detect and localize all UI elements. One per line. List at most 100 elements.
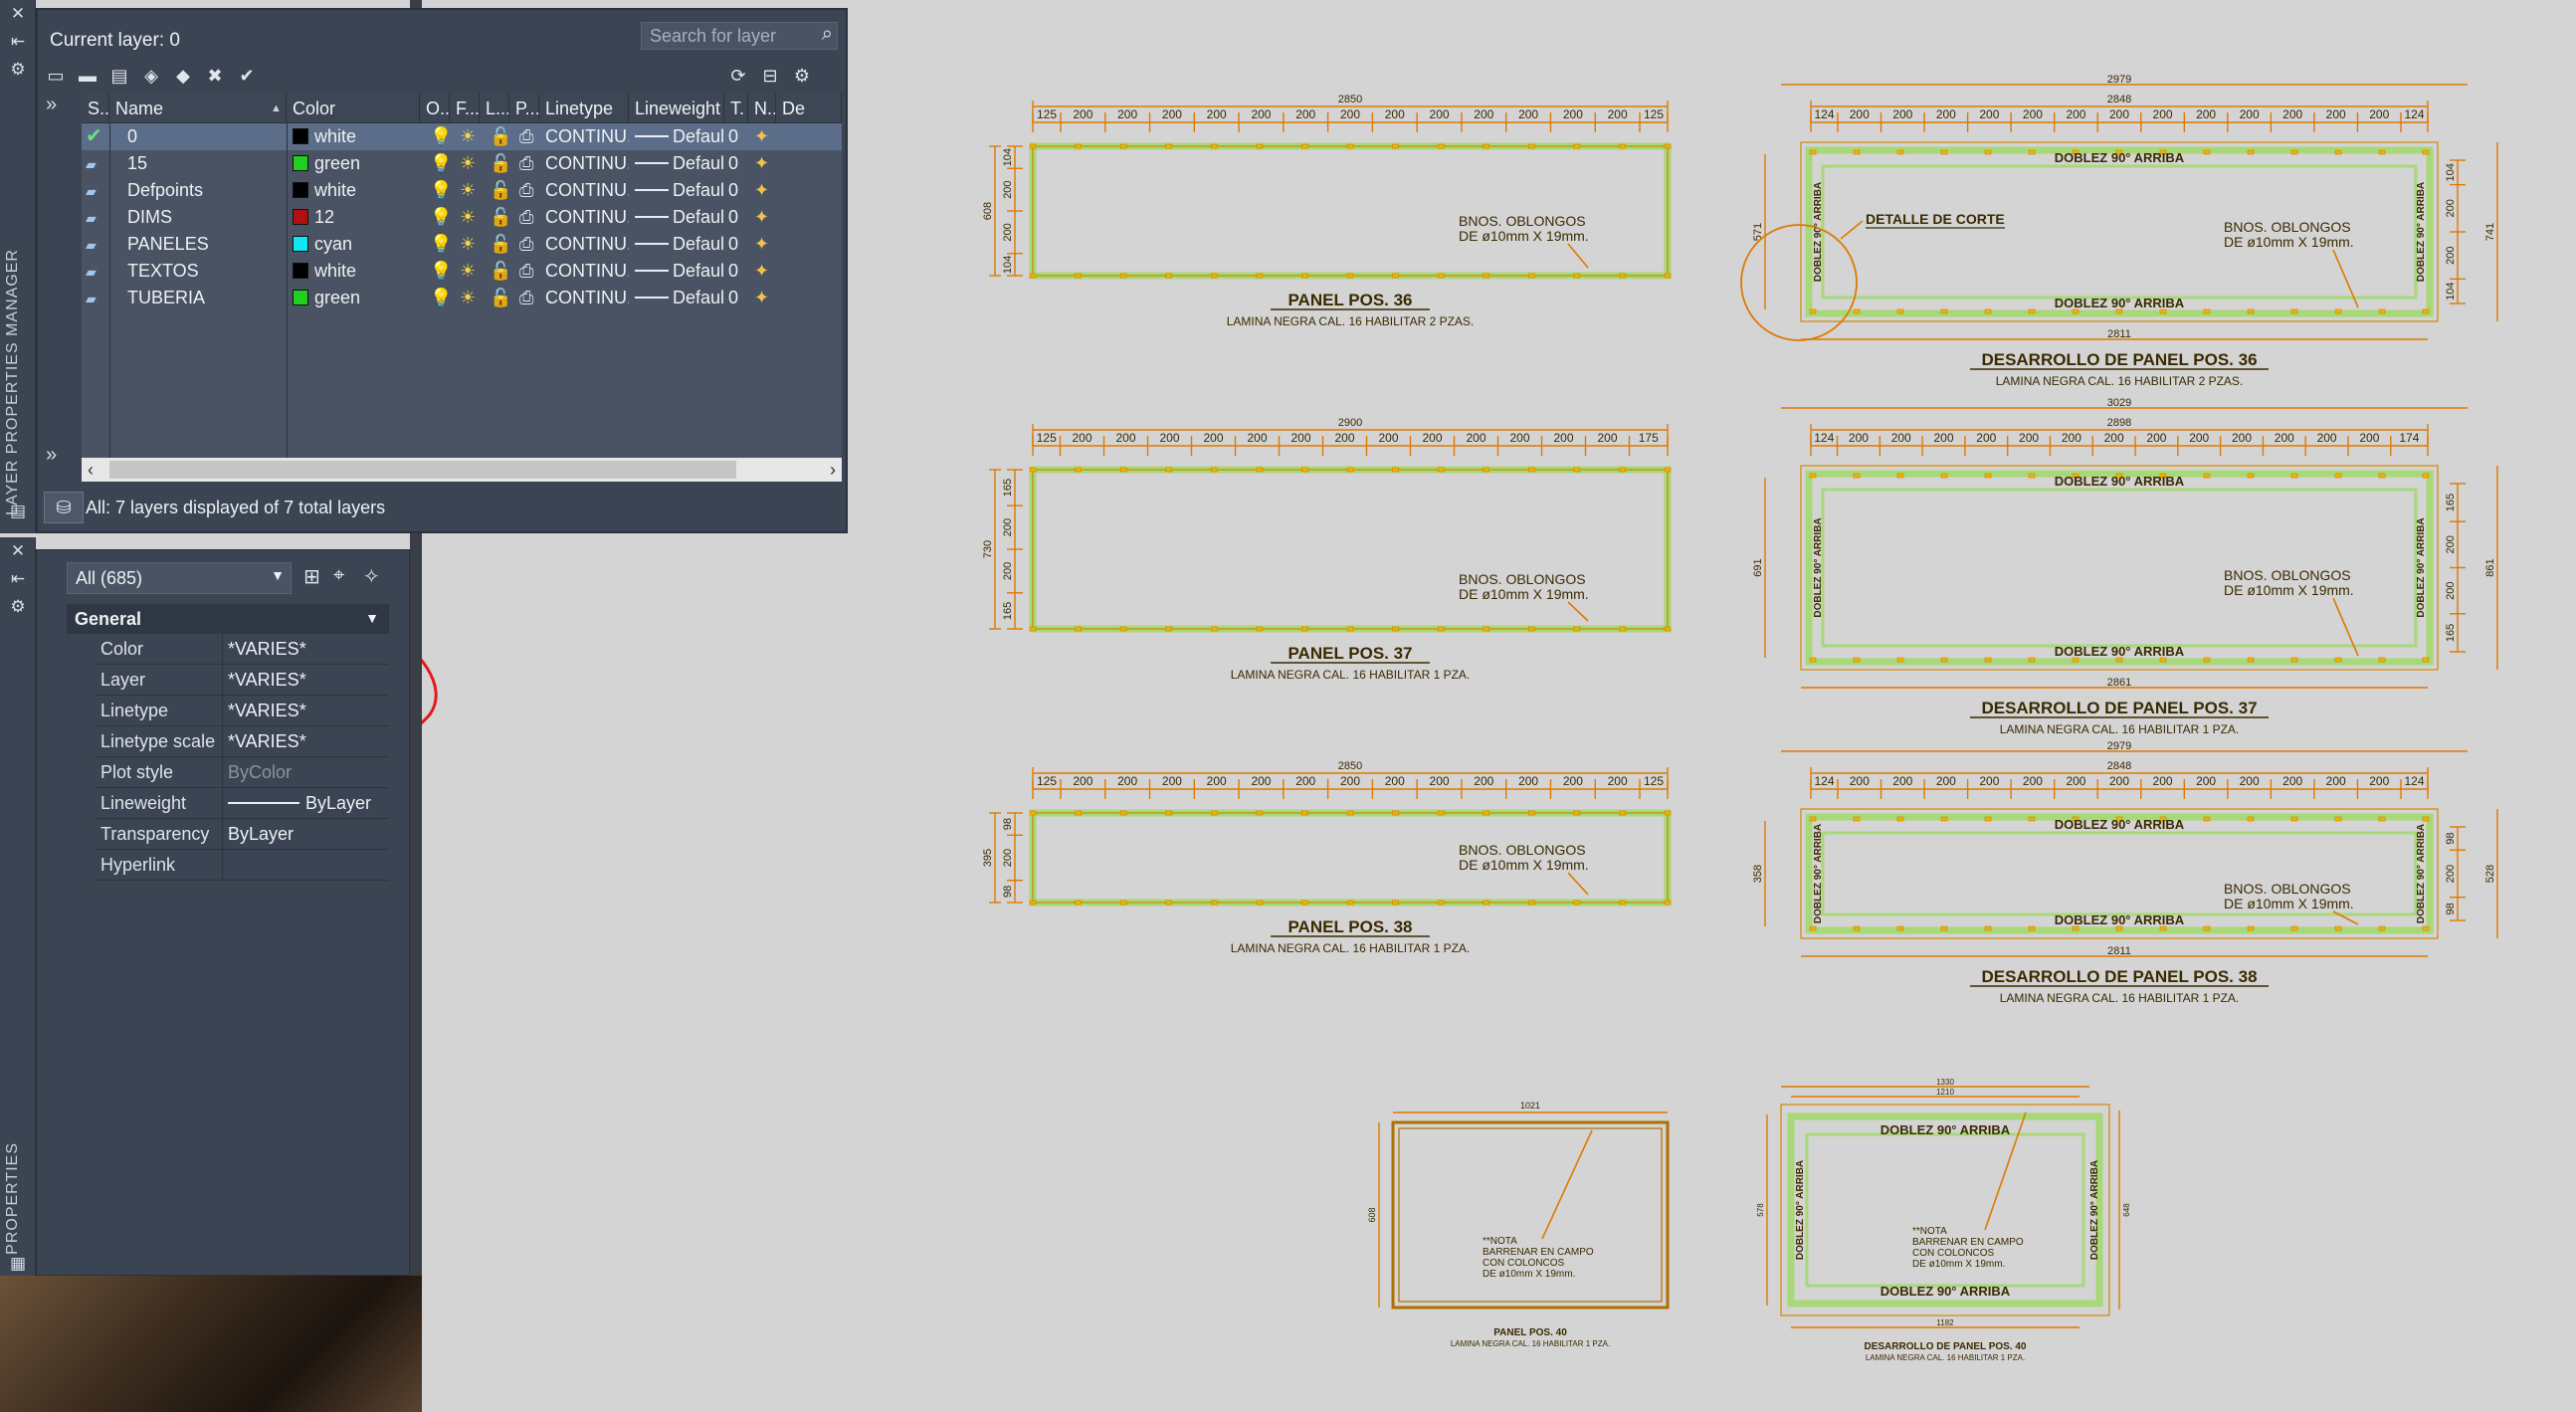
settings-icon[interactable]: ⚙ — [10, 60, 26, 79]
refresh-icon[interactable]: ⟳ — [730, 66, 746, 86]
layer-status-icon[interactable]: ▰ — [86, 264, 97, 280]
states-manager-icon[interactable]: ▤ — [110, 66, 128, 86]
lock-icon[interactable]: 🔓 — [490, 180, 509, 200]
layer-color[interactable]: cyan — [293, 231, 420, 258]
selection-dropdown[interactable]: All (685) ▼ — [67, 562, 292, 594]
property-value[interactable]: *VARIES* — [228, 670, 306, 690]
plot-icon[interactable]: ⎙ — [519, 261, 534, 281]
column-header[interactable]: Linetype — [539, 94, 629, 123]
autohide-icon[interactable]: ⇤ — [10, 32, 26, 51]
layer-status-icon[interactable]: ▰ — [86, 237, 97, 253]
column-header[interactable]: S... — [82, 94, 109, 123]
layer-settings-icon[interactable]: ⊟ — [762, 66, 778, 86]
general-category[interactable]: General ▼ — [67, 604, 389, 634]
property-value[interactable]: ByLayer — [228, 824, 295, 844]
layer-lineweight[interactable]: Default — [635, 123, 724, 150]
property-row[interactable]: Linetype*VARIES* — [95, 696, 389, 726]
property-row[interactable]: Hyperlink — [95, 850, 389, 881]
column-header[interactable]: Color — [287, 94, 420, 123]
new-vp-freeze-icon[interactable]: ✦ — [754, 207, 770, 227]
column-header[interactable]: L... — [480, 94, 509, 123]
layer-status-icon[interactable]: ▰ — [86, 156, 97, 172]
layer-color[interactable]: 12 — [293, 204, 420, 231]
layer-name[interactable]: DIMS — [127, 207, 172, 227]
layer-lineweight[interactable]: Default — [635, 258, 724, 285]
plot-icon[interactable]: ⎙ — [519, 234, 534, 254]
freeze-icon[interactable]: ☀ — [460, 153, 477, 173]
property-value[interactable]: ByLayer — [228, 793, 371, 814]
layer-name[interactable]: TEXTOS — [127, 261, 199, 281]
column-header[interactable]: O... — [420, 94, 450, 123]
plot-icon[interactable]: ⎙ — [519, 126, 534, 146]
new-filter-icon[interactable]: ▭ — [47, 66, 65, 86]
property-row[interactable]: Layer*VARIES* — [95, 665, 389, 696]
expand-filters-icon[interactable]: » — [46, 94, 58, 115]
property-row[interactable]: Linetype scale*VARIES* — [95, 726, 389, 757]
invert-filter-icon[interactable]: ⛁ — [44, 492, 84, 523]
on-off-icon[interactable]: 💡 — [430, 207, 450, 227]
close-icon[interactable]: ✕ — [10, 4, 26, 23]
horizontal-scrollbar[interactable]: ‹ › — [82, 458, 842, 482]
property-value[interactable]: *VARIES* — [228, 701, 306, 720]
layer-transparency[interactable]: 0 — [728, 207, 739, 227]
plot-icon[interactable]: ⎙ — [519, 288, 534, 307]
property-value[interactable]: *VARIES* — [228, 731, 306, 751]
column-header[interactable]: N... — [748, 94, 776, 123]
layer-status-icon[interactable]: ▰ — [86, 210, 97, 226]
layer-lineweight[interactable]: Default — [635, 231, 724, 258]
new-layer-icon[interactable]: ◈ — [144, 66, 158, 86]
property-value[interactable]: *VARIES* — [228, 639, 306, 659]
freeze-icon[interactable]: ☀ — [460, 207, 477, 227]
layer-manager-icon[interactable]: ▤ — [9, 502, 27, 520]
layer-lineweight[interactable]: Default — [635, 150, 724, 177]
freeze-icon[interactable]: ☀ — [460, 261, 477, 281]
on-off-icon[interactable]: 💡 — [430, 288, 450, 307]
plot-icon[interactable]: ⎙ — [519, 180, 534, 200]
on-off-icon[interactable]: 💡 — [430, 153, 450, 173]
layer-transparency[interactable]: 0 — [728, 180, 739, 200]
on-off-icon[interactable]: 💡 — [430, 261, 450, 281]
lock-icon[interactable]: 🔓 — [490, 261, 509, 281]
expand-filters-bottom-icon[interactable]: » — [46, 444, 58, 466]
layer-search-input[interactable]: Search for layer ⌕ — [641, 22, 838, 50]
freeze-icon[interactable]: ☀ — [460, 126, 477, 146]
layer-lineweight[interactable]: Default — [635, 285, 724, 311]
column-header[interactable]: De — [776, 94, 842, 123]
current-layer-check-icon[interactable]: ✔ — [86, 125, 102, 147]
scroll-thumb[interactable] — [109, 461, 736, 479]
new-vp-freeze-icon[interactable]: ✦ — [754, 288, 770, 307]
group-filter-icon[interactable]: ▬ — [79, 66, 97, 86]
layer-color[interactable]: green — [293, 285, 420, 311]
layer-name[interactable]: TUBERIA — [127, 288, 206, 307]
lock-icon[interactable]: 🔓 — [490, 126, 509, 146]
layer-color[interactable]: white — [293, 258, 420, 285]
column-header[interactable]: Name — [109, 94, 287, 123]
layer-linetype[interactable]: CONTINU... — [545, 234, 629, 254]
property-row[interactable]: Color*VARIES* — [95, 634, 389, 665]
select-objects-icon[interactable]: ⌖ — [333, 564, 345, 586]
column-header[interactable]: P... — [509, 94, 539, 123]
layer-linetype[interactable]: CONTINU... — [545, 126, 629, 146]
settings-icon[interactable]: ⚙ — [10, 597, 26, 616]
column-header[interactable]: F... — [450, 94, 480, 123]
layer-name[interactable]: 0 — [127, 126, 138, 146]
lock-icon[interactable]: 🔓 — [490, 288, 509, 307]
toggle-pickadd-icon[interactable]: ⊞ — [303, 566, 320, 588]
layer-name[interactable]: PANELES — [127, 234, 209, 254]
layer-lineweight[interactable]: Default — [635, 177, 724, 204]
layer-linetype[interactable]: CONTINU... — [545, 288, 629, 307]
freeze-icon[interactable]: ☀ — [460, 234, 477, 254]
layer-linetype[interactable]: CONTINU... — [545, 180, 629, 200]
gear-icon[interactable]: ⚙ — [793, 66, 811, 86]
close-icon[interactable]: ✕ — [10, 541, 26, 560]
on-off-icon[interactable]: 💡 — [430, 180, 450, 200]
delete-layer-icon[interactable]: ✖ — [207, 66, 223, 86]
